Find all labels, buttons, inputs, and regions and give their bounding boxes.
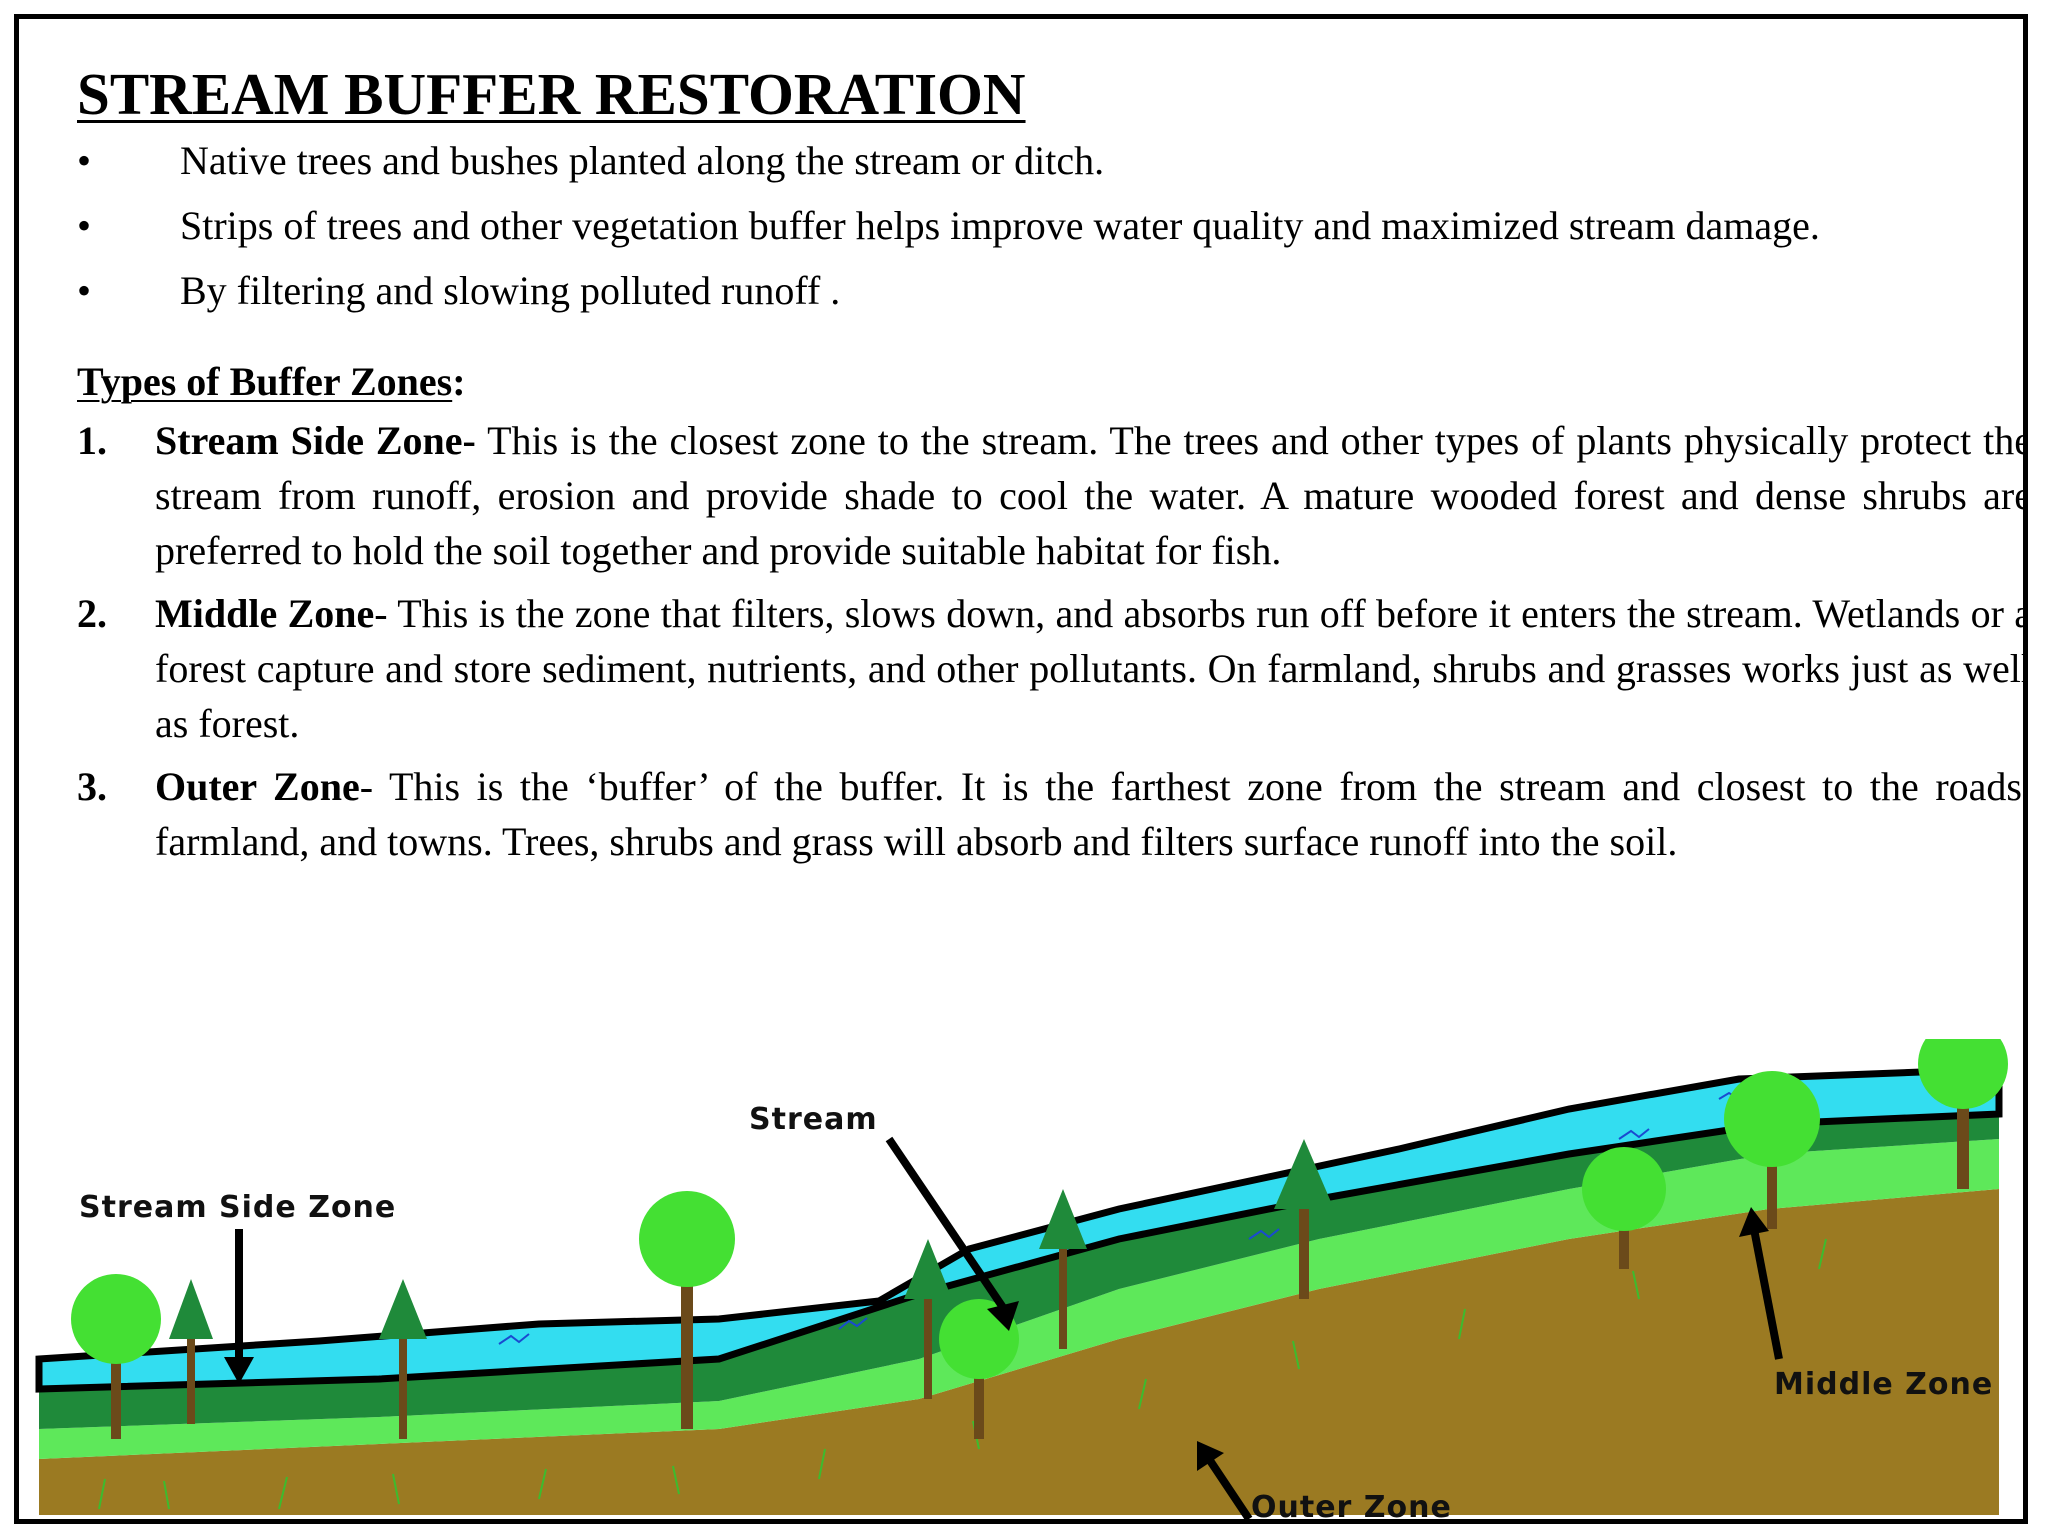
zone-item: 3. Outer Zone- This is the ‘buffer’ of t… — [77, 759, 2028, 869]
buffer-zone-illustration: Stream Side Zone Stream Middle Zone Oute… — [35, 1039, 2008, 1524]
stream-side-band — [39, 1114, 1999, 1429]
outer-zone-soil — [39, 1189, 1999, 1515]
outer-zone-arrow — [1205, 1456, 1253, 1519]
tree — [904, 1239, 952, 1399]
bullet-dot: • — [77, 203, 92, 248]
label-arrows — [224, 1136, 1783, 1519]
label-middle-zone: Middle Zone — [1774, 1367, 1993, 1402]
types-heading: Types of Buffer Zones: — [77, 354, 2023, 409]
tree — [639, 1191, 735, 1429]
stream-arrowhead — [987, 1301, 1019, 1331]
types-heading-colon: : — [452, 359, 466, 404]
tree — [169, 1279, 213, 1424]
tree — [1724, 1071, 1820, 1229]
tree — [379, 1279, 427, 1439]
zone-number: 2. — [77, 591, 107, 636]
text-content: STREAM BUFFER RESTORATION • Native trees… — [77, 59, 2028, 877]
bullet-item: • Native trees and bushes planted along … — [77, 133, 2023, 188]
tree — [1274, 1139, 1334, 1299]
types-heading-text: Types of Buffer Zones — [77, 359, 453, 404]
bullet-text: Strips of trees and other vegetation buf… — [180, 203, 1820, 248]
middle-zone-arrowhead — [1739, 1207, 1769, 1237]
bullet-text: Native trees and bushes planted along th… — [180, 138, 1105, 183]
trees — [71, 1039, 2008, 1439]
bullet-list: • Native trees and bushes planted along … — [77, 133, 2023, 318]
stream-side-arrowhead — [224, 1357, 254, 1384]
page-frame: STREAM BUFFER RESTORATION • Native trees… — [14, 14, 2028, 1524]
outer-zone-arrowhead — [1197, 1441, 1224, 1471]
zone-item: 1. Stream Side Zone- This is the closest… — [77, 413, 2028, 578]
middle-zone-band — [39, 1139, 1999, 1459]
bullet-item: • By filtering and slowing polluted runo… — [77, 263, 2023, 318]
zone-list: 1. Stream Side Zone- This is the closest… — [77, 413, 2028, 869]
label-outer-zone: Outer Zone — [1251, 1490, 1452, 1524]
label-stream: Stream — [749, 1102, 878, 1137]
zone-name: Stream Side Zone- — [155, 418, 476, 463]
zone-number: 1. — [77, 418, 107, 463]
zone-number: 3. — [77, 764, 107, 809]
tree — [71, 1274, 161, 1439]
zone-name: Middle Zone — [155, 591, 375, 636]
tree — [1582, 1147, 1666, 1269]
page-title: STREAM BUFFER RESTORATION — [77, 61, 1026, 127]
zone-text: This is the closest zone to the stream. … — [155, 418, 2028, 573]
tree — [1918, 1039, 2008, 1189]
bullet-item: • Strips of trees and other vegetation b… — [77, 198, 2023, 253]
middle-zone-arrow — [1750, 1228, 1783, 1360]
stream-arrow — [885, 1136, 1008, 1312]
bullet-dot: • — [77, 138, 92, 183]
label-stream-side-zone: Stream Side Zone — [79, 1190, 396, 1225]
zone-text: - This is the ‘buffer’ of the buffer. It… — [155, 764, 2028, 864]
bullet-text: By filtering and slowing polluted runoff… — [180, 268, 841, 313]
zone-text: - This is the zone that filters, slows d… — [155, 591, 2028, 746]
zone-name: Outer Zone — [155, 764, 360, 809]
tree — [1039, 1189, 1087, 1349]
zone-item: 2. Middle Zone- This is the zone that fi… — [77, 586, 2028, 751]
bullet-dot: • — [77, 268, 92, 313]
stream-water — [35, 1065, 2003, 1393]
